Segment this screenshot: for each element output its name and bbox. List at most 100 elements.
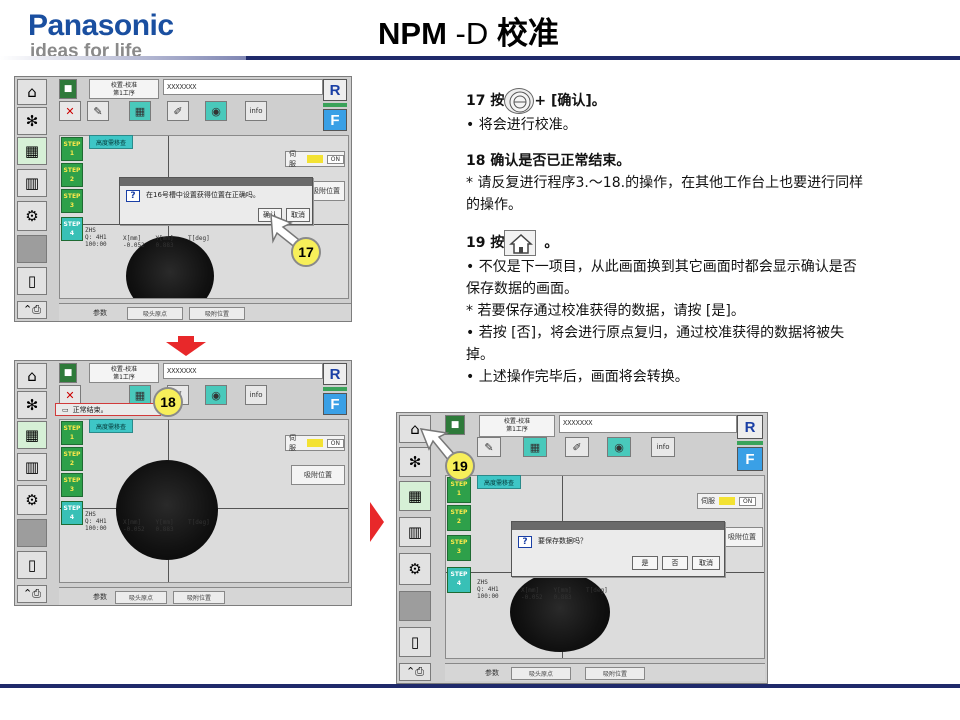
screen-title: 校置-校准 第1工序 — [89, 363, 159, 383]
r-button[interactable]: R — [737, 415, 763, 439]
servo-key-icon — [504, 88, 535, 114]
nav-up-icon[interactable]: ⌃⎙ — [17, 585, 47, 603]
header-rule — [246, 56, 960, 60]
board-icon[interactable]: ▦ — [17, 137, 47, 165]
info-button[interactable]: info — [245, 385, 267, 405]
flow-arrow-down — [166, 342, 206, 356]
file-name: XXXXXXX — [163, 79, 323, 95]
f-button[interactable]: F — [737, 447, 763, 471]
rf-strip — [737, 441, 763, 445]
pickup-pos-bottom-button[interactable]: 吸附位置 — [173, 591, 225, 604]
nav-up-icon[interactable]: ⌃⎙ — [17, 301, 47, 319]
pickup-pos-bottom-button[interactable]: 吸附位置 — [585, 667, 645, 680]
servo-label: 伺服 — [701, 497, 715, 505]
edit-icon[interactable]: ✐ — [167, 101, 189, 121]
flow-arrow-right — [370, 502, 384, 542]
camera-icon[interactable]: ◉ — [205, 385, 227, 405]
readout-values: -0.052 0.883 — [123, 526, 174, 533]
tool-icon[interactable]: ⚙ — [17, 201, 47, 231]
cancel-button[interactable]: 取消 — [286, 208, 310, 222]
nozzle-image — [116, 460, 218, 560]
chart-icon[interactable]: ▥ — [17, 453, 47, 481]
wrench-icon[interactable]: ✎ — [87, 101, 109, 121]
step19-bullet2: * 若要保存通过校准获得的数据，请按 [是]。 — [466, 303, 745, 319]
nozzle-image — [510, 572, 610, 652]
r-button[interactable]: R — [323, 363, 347, 385]
nozzle-origin-button[interactable]: 吸头原点 — [115, 591, 167, 604]
board-icon[interactable]: ▦ — [17, 421, 47, 449]
gray-icon[interactable] — [399, 591, 431, 621]
board-icon[interactable]: ▦ — [399, 481, 431, 511]
door-icon[interactable]: ▯ — [17, 551, 47, 579]
file-name: XXXXXXX — [163, 363, 323, 379]
close-icon[interactable]: ✕ — [59, 101, 81, 121]
nozzle-origin-button[interactable]: 吸头原点 — [511, 667, 571, 680]
screen-step-19: ⌂ ✻ ▦ ▥ ⚙ ▯ ⌃⎙ ■ 校置-校准 第1工序 XXXXXXX ✎ ▦ … — [396, 412, 768, 684]
gray-icon[interactable] — [17, 519, 47, 547]
screen-title: 校置-校准 第1工序 — [89, 79, 159, 99]
f-button[interactable]: F — [323, 393, 347, 415]
camera-label: 高度需移查 — [89, 135, 134, 149]
f-button[interactable]: F — [323, 109, 347, 131]
chart-icon[interactable]: ▥ — [17, 169, 47, 197]
dialog-titlebar — [512, 522, 724, 530]
callout-18: 18 — [153, 387, 183, 417]
grid-icon[interactable]: ▦ — [523, 437, 547, 457]
door-icon[interactable]: ▯ — [17, 267, 47, 295]
readout-left: ZHS Q: 4H1 100:00 — [85, 511, 107, 532]
pickup-position-button[interactable]: 吸附位置 — [721, 527, 763, 547]
camera-icon[interactable]: ◉ — [205, 101, 227, 121]
camera-label: 高度需移查 — [89, 419, 134, 433]
r-button[interactable]: R — [323, 79, 347, 101]
tool-icon[interactable]: ⚙ — [17, 485, 47, 515]
no-button[interactable]: 否 — [662, 556, 688, 570]
nozzle-origin-button[interactable]: 吸头原点 — [127, 307, 183, 320]
door-icon[interactable]: ▯ — [399, 627, 431, 657]
callout-19: 19 — [445, 451, 475, 481]
question-icon: ? — [126, 190, 140, 202]
nav-up-icon[interactable]: ⌃⎙ — [399, 663, 431, 681]
gray-icon[interactable] — [17, 235, 47, 263]
fan-icon[interactable]: ✻ — [17, 391, 47, 419]
info-button[interactable]: info — [245, 101, 267, 121]
home-icon[interactable]: ⌂ — [17, 363, 47, 389]
step17-heading: 17 按+ [确认]。 — [466, 88, 866, 114]
home-icon[interactable]: ⌂ — [17, 79, 47, 105]
wrench-icon[interactable]: ✎ — [477, 437, 501, 457]
pickup-pos-bottom-button[interactable]: 吸附位置 — [189, 307, 245, 320]
readout-left: ZHS Q: 4H1 100:00 — [477, 579, 499, 600]
camera-icon[interactable]: ◉ — [607, 437, 631, 457]
save-dialog: ? 要保存数据吗？ 是 否 取消 — [511, 521, 725, 577]
yes-button[interactable]: 是 — [632, 556, 658, 570]
fan-icon[interactable]: ✻ — [17, 107, 47, 135]
grid-icon[interactable]: ▦ — [129, 385, 151, 405]
fan-icon[interactable]: ✻ — [399, 447, 431, 477]
step19-heading-a: 19 按 — [466, 235, 505, 251]
edit-icon[interactable]: ✐ — [565, 437, 589, 457]
pickup-position-button[interactable]: 吸附位置 — [291, 465, 345, 485]
cancel-button[interactable]: 取消 — [692, 556, 720, 570]
close-icon[interactable]: ✕ — [59, 385, 81, 405]
tool-icon[interactable]: ⚙ — [399, 553, 431, 585]
info-button[interactable]: info — [651, 437, 675, 457]
title-calibration: 校准 — [496, 16, 559, 52]
readout-left: ZHS Q: 4H1 100:00 — [85, 227, 107, 248]
chart-icon[interactable]: ▥ — [399, 517, 431, 547]
dialog-message: 要保存数据吗？ — [538, 537, 587, 545]
grid-icon[interactable]: ▦ — [129, 101, 151, 121]
